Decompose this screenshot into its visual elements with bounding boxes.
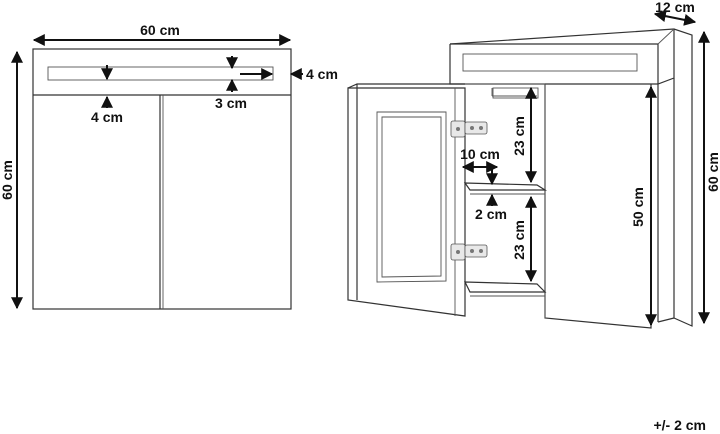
tolerance-label: +/- 2 cm (653, 417, 706, 433)
upper-hinge-icon (450, 120, 488, 138)
shelf-thickness-label: 2 cm (475, 206, 507, 222)
cabinet-top-edge (657, 28, 675, 45)
side-light-strip (462, 53, 638, 72)
cabinet-top-box-front (450, 43, 659, 84)
light-height-label: 4 cm (306, 66, 338, 82)
front-height-label: 60 cm (0, 160, 15, 200)
cabinet-top-box (449, 28, 693, 327)
left-door (347, 87, 466, 317)
cabinet-height-label: 50 cm (630, 187, 646, 227)
side-view: 12 cm 60 cm 50 cm 23 cm 23 cm 10 cm 2 cm (347, 0, 720, 329)
upper-compartment-label: 23 cm (511, 116, 527, 156)
total-height-label: 60 cm (705, 152, 720, 192)
front-view: 60 cm 60 cm 4 cm 4 cm 3 cm (0, 22, 338, 310)
shelf-depth-label: 10 cm (460, 146, 500, 162)
cabinet-bottom-side (657, 317, 675, 323)
lower-hinge-icon (450, 243, 488, 261)
front-width-label: 60 cm (140, 22, 180, 38)
front-light-strip (47, 66, 274, 81)
left-door-mirror-inner (381, 116, 442, 278)
left-door-mirror-frame (376, 111, 447, 283)
lower-compartment-label: 23 cm (511, 220, 527, 260)
glass-shelf (463, 182, 548, 191)
bottom-gap-label: 3 cm (215, 95, 247, 111)
top-gap-label: 4 cm (91, 109, 123, 125)
interior-top-block (492, 87, 539, 99)
bottom-shelf (464, 281, 547, 293)
left-door-thickness (347, 83, 465, 300)
front-cabinet-outline (32, 48, 292, 310)
depth-label: 12 cm (655, 0, 695, 15)
depth-dimension (653, 10, 697, 26)
interior-back (465, 83, 545, 97)
